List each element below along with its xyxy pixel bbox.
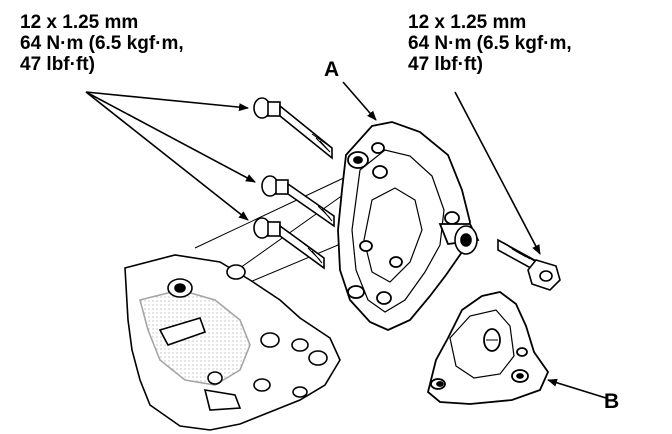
torque-spec-left: 12 x 1.25 mm 64 N·m (6.5 kgf·m, 47 lbf·f…: [20, 12, 184, 75]
callout-b-label: B: [604, 390, 620, 413]
callout-a-leader: [342, 81, 377, 121]
alignment-lines: [194, 174, 351, 283]
engine-block: [124, 254, 341, 431]
bracket-a: [337, 121, 480, 331]
torque-spec-right: 12 x 1.25 mm 64 N·m (6.5 kgf·m, 47 lbf·f…: [408, 12, 572, 75]
mount-b: [426, 291, 550, 405]
spec-left-torque-imperial: 47 lbf·ft): [20, 54, 95, 75]
spec-right-torque: 64 N·m (6.5 kgf·m,: [408, 33, 572, 54]
right-spec-leader: [454, 91, 541, 255]
callout-a-label: A: [324, 58, 340, 81]
bolt-right: [454, 225, 561, 291]
bolt-top: [253, 97, 333, 160]
spec-right-torque-imperial: 47 lbf·ft): [408, 54, 483, 75]
bolt-middle: [261, 175, 335, 228]
spec-left-size: 12 x 1.25 mm: [20, 12, 139, 33]
left-spec-leaders: [85, 91, 256, 221]
bolt-bottom: [253, 217, 325, 270]
spec-left-torque: 64 N·m (6.5 kgf·m,: [20, 33, 184, 54]
callout-b-leader: [547, 378, 607, 399]
spec-right-size: 12 x 1.25 mm: [408, 12, 527, 33]
